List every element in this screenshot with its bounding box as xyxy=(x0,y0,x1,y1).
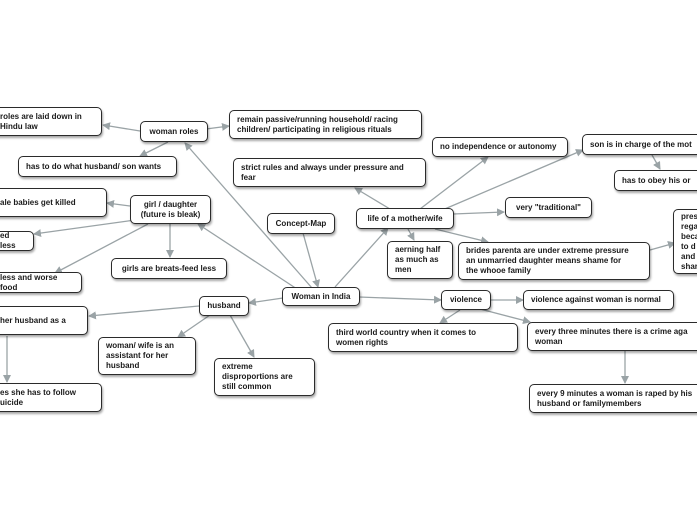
node-fed-less[interactable]: ed less xyxy=(0,231,34,251)
node-husband[interactable]: husband xyxy=(199,296,249,316)
node-every-three-minutes[interactable]: every three minutes there is a crime aga… xyxy=(527,322,697,351)
edge-center-violence xyxy=(358,295,442,304)
edge-brides-pressure xyxy=(649,241,676,251)
node-roles-hindu-law[interactable]: roles are laid down in Hindu law xyxy=(0,107,102,136)
edge-life-earning xyxy=(407,228,415,241)
edge-girl-fed-less xyxy=(33,219,136,238)
node-girl-daughter[interactable]: girl / daughter (future is bleak) xyxy=(130,195,211,224)
node-obey[interactable]: has to obey his or xyxy=(614,170,697,191)
edge-girl-female-babies xyxy=(106,199,131,208)
edge-violence-third xyxy=(439,309,461,324)
edge-life-son-charge xyxy=(439,149,584,212)
edge-concept-center xyxy=(302,232,320,288)
edge-husband-assistant xyxy=(177,314,211,338)
edge-center-husband xyxy=(248,297,284,306)
edge-center-girl xyxy=(197,223,301,292)
node-pressure-partial[interactable]: pres rega beca to d and shar xyxy=(673,209,697,274)
node-her-husband-as[interactable]: her husband as a xyxy=(0,306,88,335)
edge-roles-passive xyxy=(205,122,230,131)
node-breastfed-less[interactable]: girls are breats-feed less xyxy=(111,258,227,279)
node-third-world[interactable]: third world country when it comes to wom… xyxy=(328,323,518,352)
node-every-nine-minutes[interactable]: every 9 minutes a woman is raped by his … xyxy=(529,384,697,413)
node-concept-map[interactable]: Concept-Map xyxy=(267,213,335,234)
edge-girl-less-food xyxy=(54,223,149,274)
node-rules-suicide[interactable]: es she has to follow uicide xyxy=(0,383,102,412)
node-husband-son-wants[interactable]: has to do what husband/ son wants xyxy=(18,156,177,177)
node-wife-assistant[interactable]: woman/ wife is an assistant for her husb… xyxy=(98,337,196,375)
edge-center-woman-roles xyxy=(184,142,313,289)
node-woman-roles[interactable]: woman roles xyxy=(140,121,208,142)
node-violence-normal[interactable]: violence against woman is normal xyxy=(523,290,674,310)
node-violence[interactable]: violence xyxy=(441,290,491,310)
node-remain-passive[interactable]: remain passive/running household/ racing… xyxy=(229,110,422,139)
edge-husband-disproportions xyxy=(229,314,255,358)
edge-roles-husband-son xyxy=(139,141,169,157)
edge-center-life xyxy=(334,227,389,288)
node-female-babies[interactable]: ale babies get killed xyxy=(0,188,107,217)
edge-violence-three xyxy=(479,308,531,325)
node-less-worse-food[interactable]: less and worse food xyxy=(0,272,82,293)
edge-husband-as xyxy=(88,305,200,320)
node-strict-rules[interactable]: strict rules and always under pressure a… xyxy=(233,158,426,187)
edge-son-obey xyxy=(651,154,661,170)
node-woman-in-india[interactable]: Woman in India xyxy=(282,287,360,306)
node-very-traditional[interactable]: very "traditional" xyxy=(505,197,592,218)
node-extreme-disproportions[interactable]: extreme disproportions are still common xyxy=(214,358,315,396)
node-brides-parents[interactable]: brides parenta are under extreme pressur… xyxy=(458,242,650,280)
node-no-independence[interactable]: no independence or autonomy xyxy=(432,137,568,157)
node-son-in-charge[interactable]: son is in charge of the mot xyxy=(582,134,697,155)
node-life-of-mother-wife[interactable]: life of a mother/wife xyxy=(356,208,454,229)
edge-life-strict xyxy=(354,187,391,210)
node-earning-half[interactable]: aerning half as much as men xyxy=(387,241,453,279)
edge-roles-hindu xyxy=(102,122,141,132)
edge-life-traditional xyxy=(452,208,505,217)
edge-life-brides xyxy=(434,228,489,245)
edge-life-no-independence xyxy=(419,156,489,210)
